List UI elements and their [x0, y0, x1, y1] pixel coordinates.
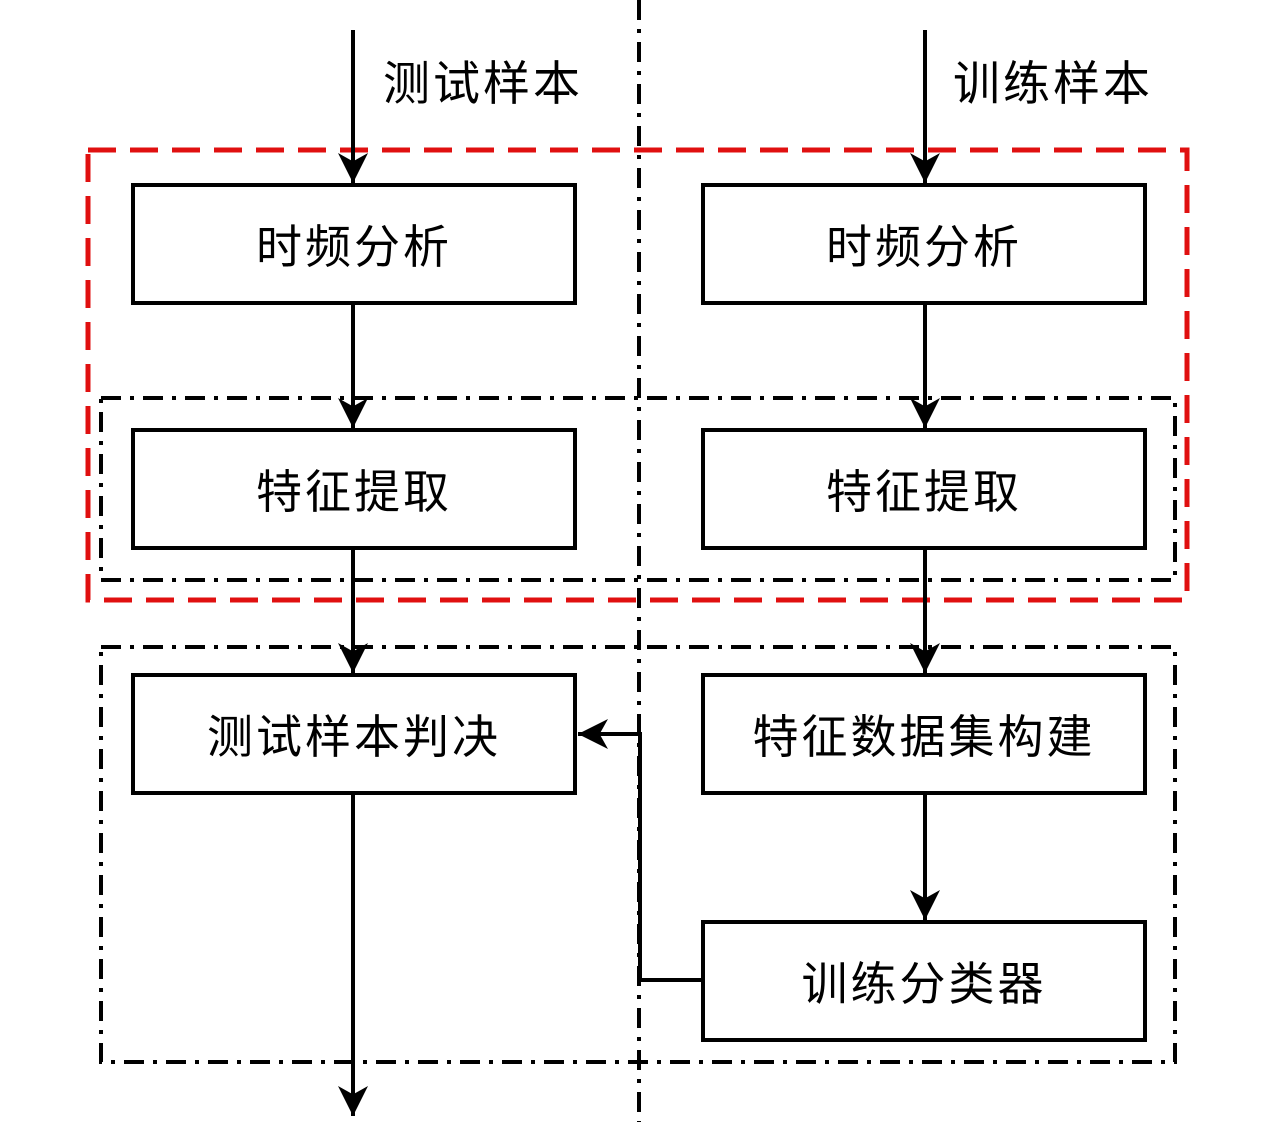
- box-feature-extraction-train-label: 特征提取: [826, 467, 1022, 518]
- decision-training-group-outline: [99, 645, 1177, 1064]
- box-test-sample-decision-label: 测试样本判决: [207, 712, 501, 763]
- box-train-classifier: 训练分类器: [701, 920, 1147, 1042]
- box-feature-extraction-test: 特征提取: [131, 428, 577, 550]
- feature-extraction-group-outline: [99, 396, 1177, 582]
- box-feature-dataset-construction: 特征数据集构建: [701, 673, 1147, 795]
- box-test-sample-decision: 测试样本判决: [131, 673, 577, 795]
- box-feature-dataset-construction-label: 特征数据集构建: [752, 712, 1096, 763]
- red-dashed-group-outline: [85, 147, 1190, 603]
- box-feature-extraction-train: 特征提取: [701, 428, 1147, 550]
- arrow-classifier-to-decision: [578, 719, 704, 982]
- label-test-sample: 测试样本: [383, 59, 583, 111]
- box-time-frequency-analysis-train-label: 时频分析: [826, 222, 1022, 273]
- label-train-sample: 训练样本: [953, 59, 1153, 111]
- box-time-frequency-analysis-train: 时频分析: [701, 183, 1147, 305]
- box-time-frequency-analysis-test-label: 时频分析: [256, 222, 452, 273]
- box-train-classifier-label: 训练分类器: [801, 959, 1047, 1010]
- box-feature-extraction-test-label: 特征提取: [256, 467, 452, 518]
- box-time-frequency-analysis-test: 时频分析: [131, 183, 577, 305]
